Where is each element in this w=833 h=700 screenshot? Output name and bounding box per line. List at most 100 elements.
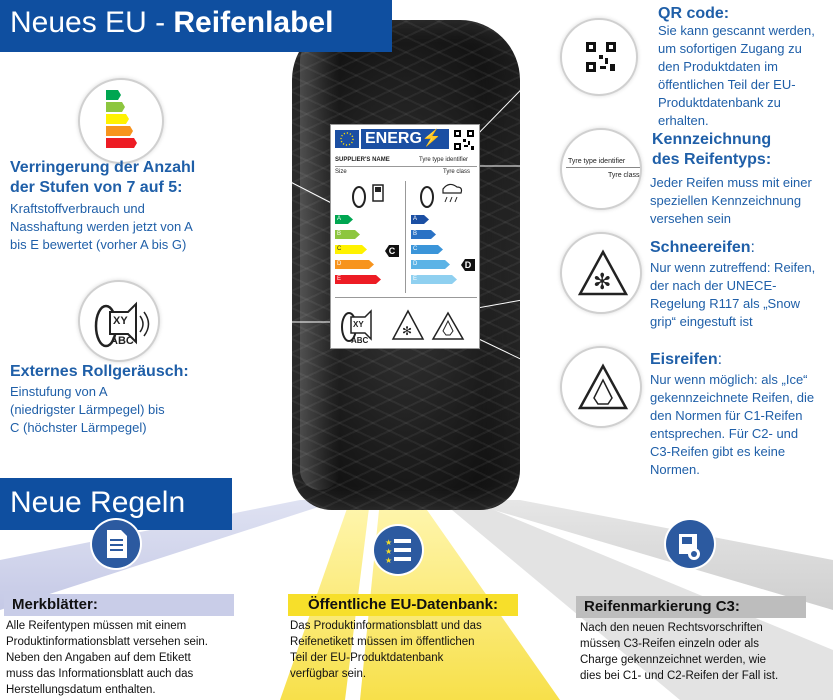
stufen-text-line: bis E bewertet (vorher A bis G) bbox=[10, 237, 187, 252]
stufen-heading-line: der Stufen von 7 auf 5: bbox=[10, 179, 183, 196]
circle-grades-icon bbox=[78, 78, 164, 164]
type-text-line: Jeder Reifen muss mit einer bbox=[650, 175, 812, 190]
database-icon-circle: ★ ★ ★ bbox=[372, 524, 424, 576]
qr-text: Sie kann gescannt werden, um sofortigen … bbox=[658, 22, 815, 130]
ice-heading-colon: : bbox=[717, 351, 723, 368]
reifenmarkierung-text-line: Nach den neuen Rechtsvorschriften bbox=[580, 622, 763, 634]
stufen-text-line: Nasshaftung werden jetzt von A bbox=[10, 219, 193, 234]
snow-heading-colon: : bbox=[750, 239, 755, 256]
ice-text-line: C3-Reifen gibt es keine bbox=[650, 444, 786, 459]
stufen-text: Kraftstoffverbrauch und Nasshaftung werd… bbox=[10, 200, 193, 254]
snow-text-line: Nur wenn zutreffend: Reifen, bbox=[650, 260, 816, 275]
eu-flag-icon bbox=[335, 130, 359, 148]
type-text-line: speziellen Kennzeichnung bbox=[650, 193, 802, 208]
wet-band-b: B bbox=[411, 230, 436, 239]
merkblaetter-text-line: muss das Informationsblatt auch das bbox=[6, 668, 194, 680]
reifenmarkierung-text-line: dies bei C1- und C2-Reifen der Fall ist. bbox=[580, 670, 779, 682]
snow-text: Nur wenn zutreffend: Reifen, der nach de… bbox=[650, 259, 815, 331]
label-qr-icon bbox=[453, 129, 475, 151]
wet-grade-marker: D bbox=[461, 259, 475, 271]
merkblaetter-text-line: Herstellungsdatum enthalten. bbox=[6, 684, 156, 696]
snow-grip-icon: ✻ bbox=[391, 309, 425, 340]
svg-text:★: ★ bbox=[385, 538, 392, 547]
circle-type-divider bbox=[566, 167, 640, 168]
reifenmarkierung-text-line: Charge gekennzeichnet werden, wie bbox=[580, 654, 767, 666]
qr-text-line: Sie kann gescannt werden, bbox=[658, 23, 815, 38]
merkblaetter-text: Alle Reifentypen müssen mit einem Produk… bbox=[6, 618, 208, 698]
noise-text-line: C (höchster Lärmpegel) bbox=[10, 420, 147, 435]
ice-text-line: entsprechen. Für C2- und bbox=[650, 426, 799, 441]
circle-snow-icon: ✻ bbox=[560, 232, 642, 314]
merkblaetter-heading: Merkblätter: bbox=[4, 594, 234, 616]
fuel-band-d: D bbox=[335, 260, 374, 269]
truck-icon bbox=[666, 520, 714, 568]
label-divider-bottom bbox=[335, 297, 477, 298]
merkblaetter-text-line: Produktinformationsblatt versehen sein. bbox=[6, 636, 208, 648]
stufen-heading-line: Verringerung der Anzahl bbox=[10, 159, 196, 176]
fuel-grade-marker: C bbox=[385, 245, 399, 257]
rules-title: Neue Regeln bbox=[0, 478, 232, 530]
merkblaetter-text-line: Neben den Angaben auf dem Etikett bbox=[6, 652, 191, 664]
database-list-icon: ★ ★ ★ bbox=[374, 526, 422, 574]
label-type-identifier: Tyre type identifier bbox=[419, 157, 469, 163]
ice-text-line: Normen. bbox=[650, 462, 700, 477]
wet-grip-icon bbox=[420, 183, 463, 208]
svg-text:ABC: ABC bbox=[110, 335, 134, 347]
type-text: Jeder Reifen muss mit einer speziellen K… bbox=[650, 174, 812, 228]
svg-text:XY: XY bbox=[113, 315, 128, 327]
ice-heading-text: Eisreifen bbox=[650, 351, 718, 368]
svg-text:✻: ✻ bbox=[402, 324, 412, 338]
label-supplier: SUPPLIER'S NAME bbox=[335, 157, 390, 163]
svg-text:XY: XY bbox=[353, 320, 364, 329]
svg-text:✻: ✻ bbox=[593, 269, 611, 294]
eu-datenbank-text-line: Teil der EU-Produktdatenbank bbox=[290, 652, 444, 664]
noise-text-line: (niedrigster Lärmpegel) bis bbox=[10, 402, 165, 417]
circle-type-class-text: Tyre class bbox=[608, 172, 640, 179]
stufen-heading: Verringerung der Anzahl der Stufen von 7… bbox=[10, 158, 195, 198]
page-title: Neues EU - Reifenlabel bbox=[0, 0, 392, 52]
ice-text-line: den Normen für C1-Reifen bbox=[650, 408, 803, 423]
snow-heading-text: Schneereifen bbox=[650, 239, 751, 256]
wet-band-a: A bbox=[411, 215, 429, 224]
energy-title: ENERG⚡ bbox=[361, 129, 449, 149]
snow-heading: Schneereifen: bbox=[650, 238, 755, 258]
svg-text:★: ★ bbox=[385, 547, 392, 556]
ice-text: Nur wenn möglich: als „Ice“ gekennzeichn… bbox=[650, 371, 814, 479]
svg-text:★: ★ bbox=[385, 556, 392, 565]
noise-text: Einstufung von A (niedrigster Lärmpegel)… bbox=[10, 383, 165, 437]
fuel-tyre-icon bbox=[352, 184, 384, 208]
qr-text-line: um sofortigen Zugang zu bbox=[658, 41, 802, 56]
qr-text-line: den Produktdaten im bbox=[658, 59, 778, 74]
svg-text:ABC: ABC bbox=[351, 336, 369, 345]
page-title-prefix: Neues EU - bbox=[10, 6, 174, 39]
ice-heading: Eisreifen: bbox=[650, 350, 722, 370]
wet-band-c: C bbox=[411, 245, 443, 254]
snow-text-line: der nach der UNECE- bbox=[650, 278, 777, 293]
fuel-band-e: E bbox=[335, 275, 381, 284]
label-header: ENERG⚡ bbox=[335, 129, 477, 151]
eu-datenbank-heading: Öffentliche EU-Datenbank: bbox=[288, 594, 518, 616]
circle-qr-icon bbox=[560, 18, 638, 96]
document-icon-circle bbox=[90, 518, 142, 570]
snow-text-line: grip“ eingestuft ist bbox=[650, 314, 753, 329]
qr-heading: QR code: bbox=[658, 5, 730, 22]
type-text-line: versehen sein bbox=[650, 211, 731, 226]
energy-text: ENERG bbox=[365, 130, 422, 147]
qr-text-line: öffentlichen Teil der EU- bbox=[658, 77, 796, 92]
document-icon bbox=[92, 520, 140, 568]
page-title-bold: Reifenlabel bbox=[173, 6, 334, 39]
qr-text-line: Produktdatenbank zu bbox=[658, 95, 781, 110]
reifenmarkierung-text-line: müssen C3-Reifen einzeln oder als bbox=[580, 638, 759, 650]
label-tyre-class: Tyre class bbox=[443, 169, 471, 175]
truck-icon-circle bbox=[664, 518, 716, 570]
eu-datenbank-text: Das Produktinformationsblatt und das Rei… bbox=[290, 618, 482, 682]
ice-text-line: Nur wenn möglich: als „Ice“ bbox=[650, 372, 808, 387]
fuel-band-c: C bbox=[335, 245, 367, 254]
reifenmarkierung-heading: Reifenmarkierung C3: bbox=[576, 596, 806, 618]
type-heading: Kennzeichnung des Reifentyps: bbox=[652, 130, 771, 170]
eu-datenbank-text-line: Reifenetikett müssen im öffentlichen bbox=[290, 636, 475, 648]
noise-heading: Externes Rollgeräusch: bbox=[10, 363, 189, 380]
eu-tyre-label: ENERG⚡ SUPPLIER'S NAME Tyre type identif… bbox=[330, 124, 480, 349]
type-heading-line: Kennzeichnung bbox=[652, 131, 772, 148]
